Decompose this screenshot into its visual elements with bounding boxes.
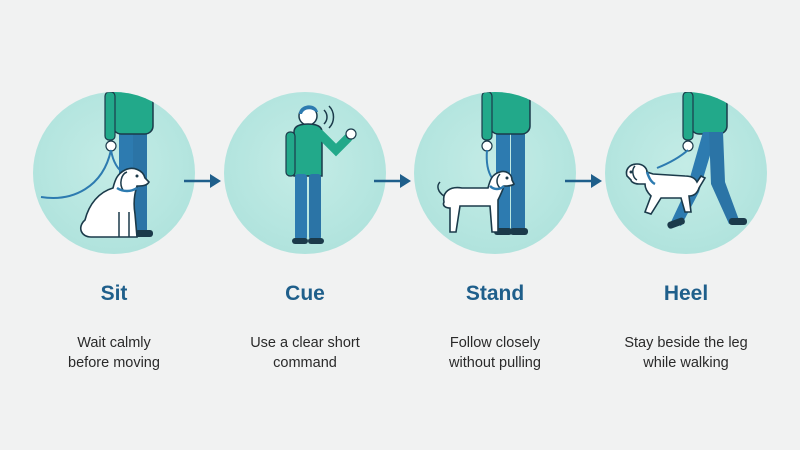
step-illustration xyxy=(414,92,576,254)
arrow-right-icon xyxy=(184,174,221,188)
step-description-line: while walking xyxy=(643,355,729,371)
step-cue: Cue Use a clear short command xyxy=(210,0,400,450)
person-with-sitting-dog-icon xyxy=(40,92,154,238)
step-heel: Heel Stay beside the leg while walking xyxy=(591,0,781,450)
step-title: Cue xyxy=(285,282,325,305)
step-illustration xyxy=(605,92,767,254)
step-description: Wait calmly before moving xyxy=(19,333,209,373)
step-description-line: before moving xyxy=(68,355,160,371)
step-description-line: Follow closely xyxy=(449,335,541,351)
step-illustration xyxy=(224,92,386,254)
person-with-standing-dog-icon xyxy=(437,92,531,235)
step-description-line: command xyxy=(273,355,337,371)
step-stand: Stand Follow closely without pulling xyxy=(400,0,590,450)
step-illustration xyxy=(33,92,195,254)
person-giving-command-icon xyxy=(285,105,357,244)
step-description-line: without pulling xyxy=(449,355,541,371)
step-title: Stand xyxy=(465,282,525,305)
step-description-line: Wait calmly xyxy=(77,335,151,351)
step-description-line: Use a clear short xyxy=(250,335,360,351)
step-title: Sit xyxy=(100,282,128,305)
step-sit: Sit Wait calmly before moving xyxy=(19,0,209,450)
arrow-right-icon xyxy=(565,174,602,188)
arrow-right-icon xyxy=(374,174,411,188)
person-walking-dog-icon xyxy=(625,92,747,229)
step-description-line: Stay beside the leg xyxy=(624,335,748,351)
step-description: Stay beside the leg while walking xyxy=(591,333,781,373)
step-description: Follow closely without pulling xyxy=(400,333,590,373)
step-description: Use a clear short command xyxy=(210,333,400,373)
step-title: Heel xyxy=(663,282,709,305)
